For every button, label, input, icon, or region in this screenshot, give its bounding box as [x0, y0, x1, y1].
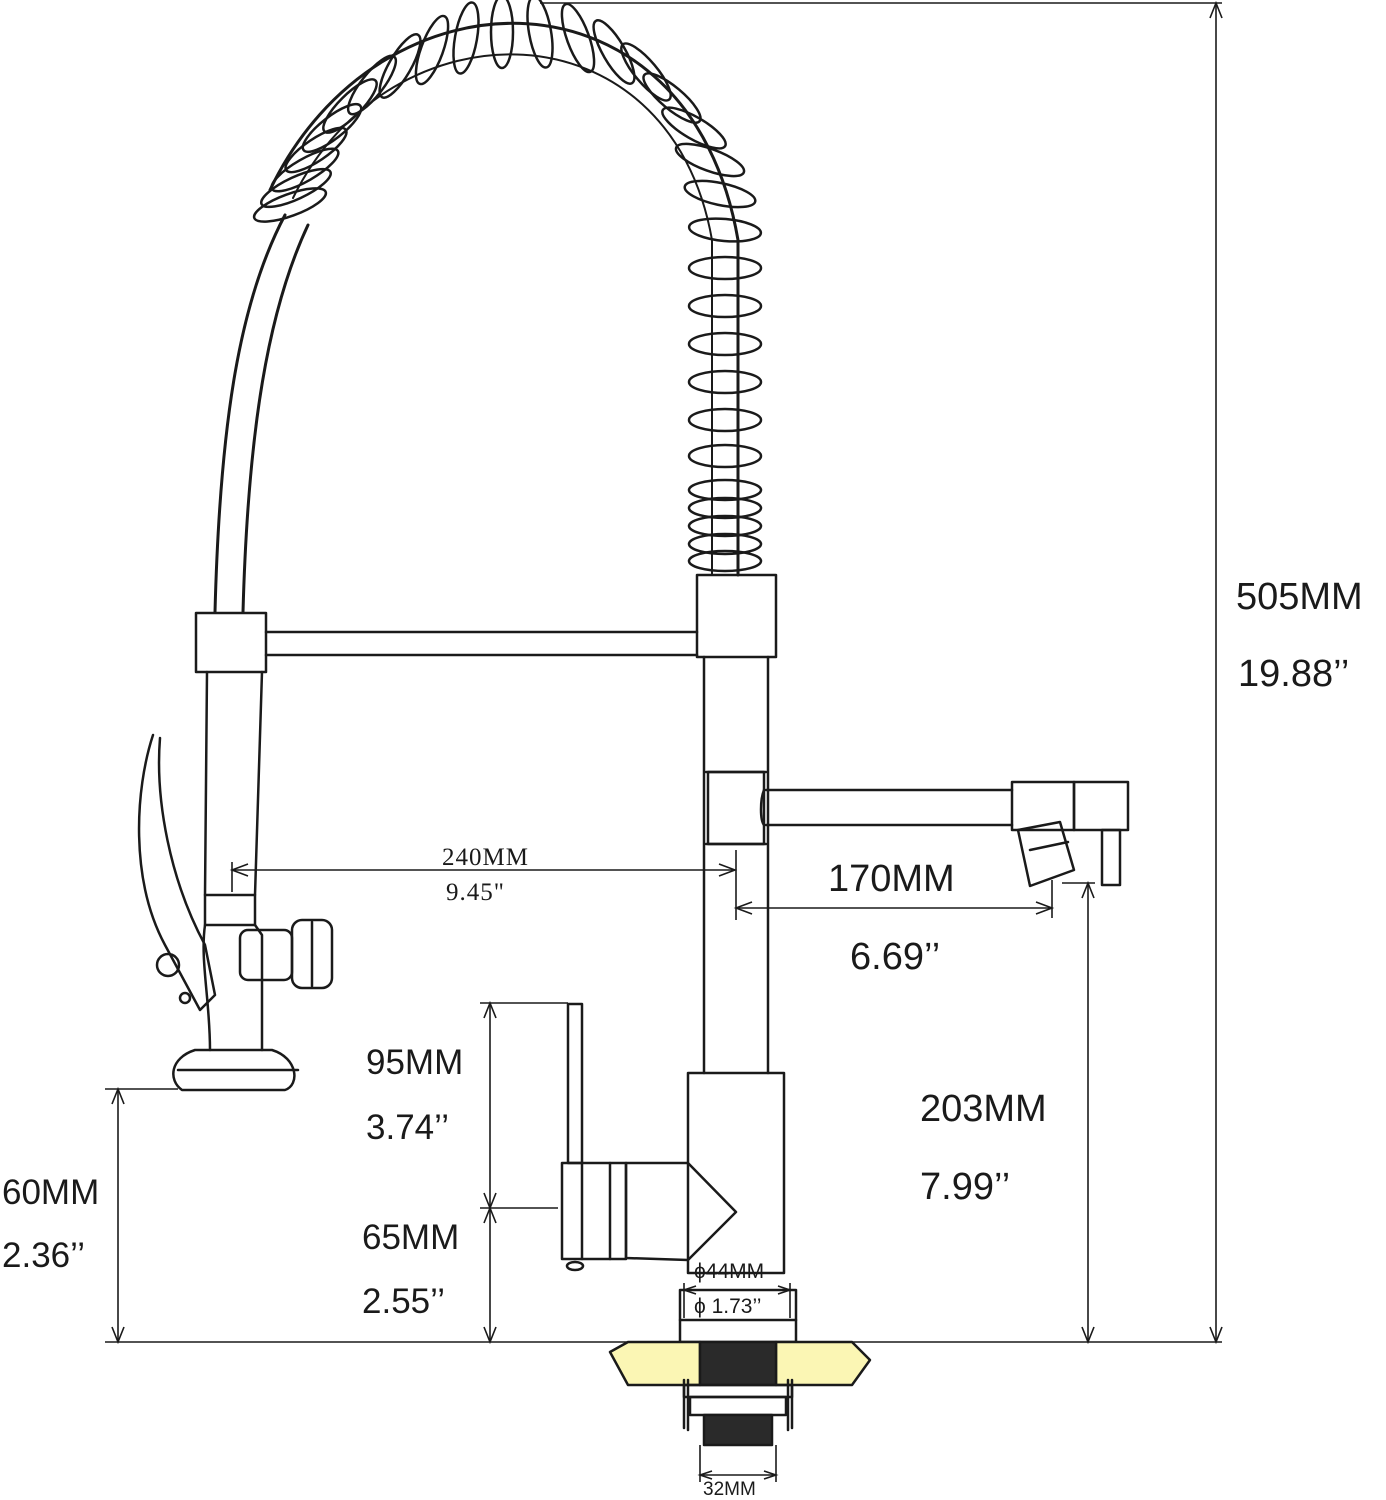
handle-height-mm-label: 65MM — [362, 1218, 460, 1257]
sprayer-head — [137, 670, 334, 1092]
total-height-mm-label: 505MM — [1236, 576, 1363, 618]
handle-height-inch-label: 2.55’’ — [362, 1282, 446, 1321]
pot-filler-height-mm-label: 203MM — [920, 1088, 1047, 1130]
handle-length-inch-label: 3.74’’ — [366, 1108, 450, 1147]
faucet-column — [695, 573, 778, 1075]
spout-reach-inch-label: 9.45" — [446, 879, 505, 906]
shank-diameter-mm-label: 32MM — [703, 1479, 756, 1500]
faucet-body — [560, 1002, 798, 1344]
base-diameter-inch-label: ϕ 1.73’’ — [694, 1295, 762, 1318]
base-diameter-mm-label: ϕ44MM — [694, 1260, 765, 1283]
dimension-lines — [105, 0, 1223, 1482]
spring-coil — [213, 0, 763, 614]
pot-filler-reach-inch-label: 6.69’’ — [850, 936, 941, 978]
handle-length-mm-label: 95MM — [366, 1043, 464, 1082]
pot-filler — [759, 780, 1130, 888]
spout-reach-mm-label: 240MM — [442, 844, 529, 871]
pot-filler-height-inch-label: 7.99’’ — [920, 1166, 1011, 1208]
mounting-shank — [608, 1340, 872, 1447]
pot-filler-reach-mm-label: 170MM — [828, 858, 955, 900]
total-height-inch-label: 19.88’’ — [1238, 653, 1350, 695]
sprayer-height-mm-label: 60MM — [2, 1173, 100, 1212]
spout-arm — [194, 611, 699, 674]
sprayer-height-inch-label: 2.36’’ — [2, 1236, 86, 1275]
